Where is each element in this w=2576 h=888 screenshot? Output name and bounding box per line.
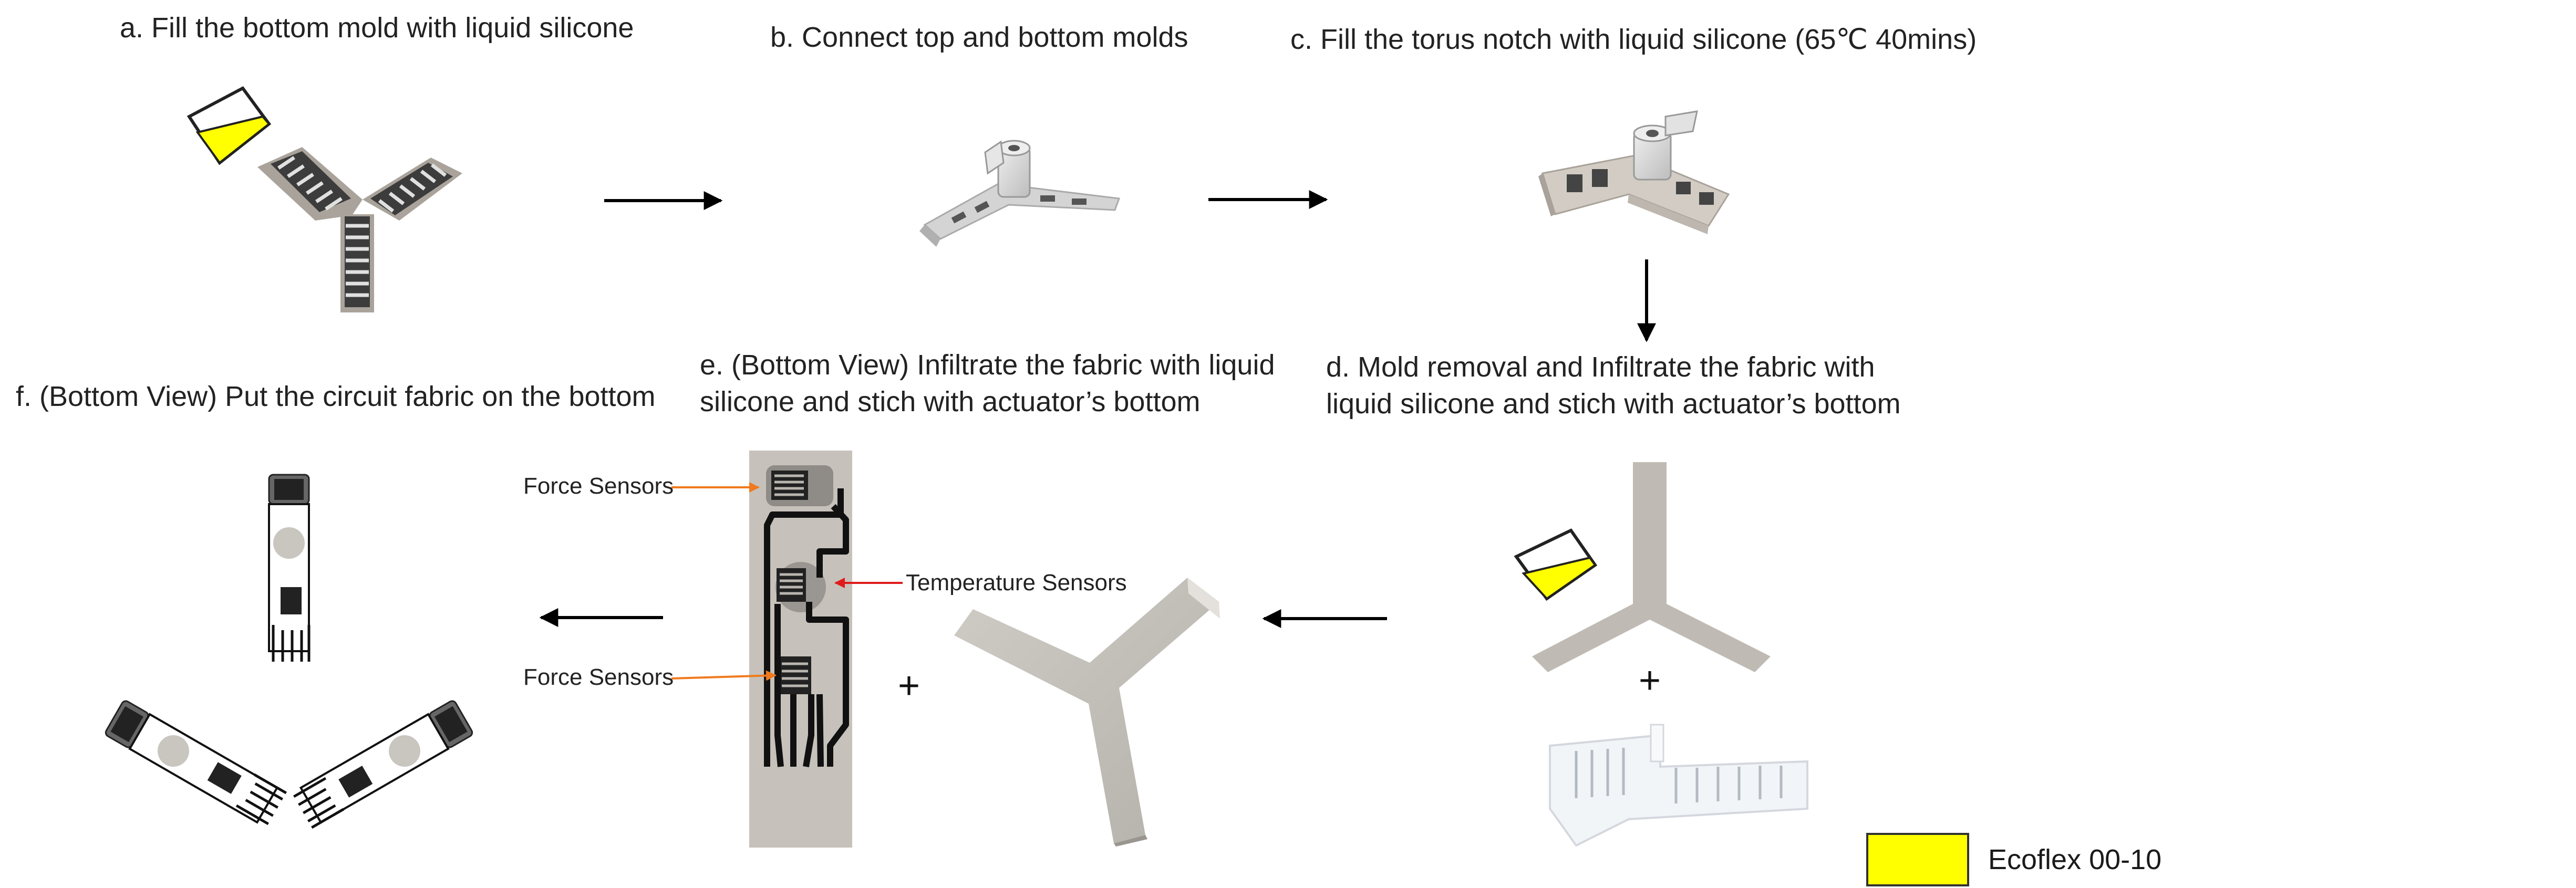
- step-d-caption-line2: liquid silicone and stich with actuator’…: [1326, 388, 1901, 420]
- step-f-strip-right: [293, 700, 473, 829]
- step-c-filled-mold: [1538, 110, 1730, 234]
- step-d-actuator: [1532, 462, 1771, 672]
- step-a-caption: a. Fill the bottom mold with liquid sili…: [120, 12, 634, 44]
- step-f-strip-left: [105, 700, 287, 826]
- step-a-bottom-mold: [257, 147, 462, 312]
- step-e-caption-line2: silicone and stich with actuator’s botto…: [700, 386, 1201, 417]
- temperature-sensors-label: Temperature Sensors: [906, 570, 1127, 596]
- legend-label: Ecoflex 00-10: [1988, 844, 2162, 875]
- step-f-caption: f. (Bottom View) Put the circuit fabric …: [16, 381, 656, 412]
- step-a-pour-cup: [187, 86, 272, 165]
- step-b-connected-molds: [919, 140, 1121, 247]
- force-sensors-label-bottom: Force Sensors: [523, 664, 674, 690]
- step-d-plus-sign: +: [1639, 660, 1661, 702]
- step-e-plus-sign: +: [898, 665, 920, 707]
- step-e-caption-line1: e. (Bottom View) Infiltrate the fabric w…: [700, 349, 1275, 381]
- force-bottom-leader: [671, 670, 777, 681]
- step-e-circuit-fabric: [749, 451, 852, 848]
- legend-swatch-ecoflex: [1866, 833, 1969, 886]
- step-b-caption: b. Connect top and bottom molds: [770, 22, 1188, 53]
- step-d-caption-line1: d. Mold removal and Infiltrate the fabri…: [1326, 351, 1875, 383]
- step-f-strip-top: [268, 474, 311, 662]
- step-d-transparent-mold: [1549, 724, 1808, 847]
- step-e-actuator: [954, 578, 1220, 847]
- step-c-caption: c. Fill the torus notch with liquid sili…: [1290, 24, 1977, 55]
- step-d-pour-cup: [1514, 528, 1598, 601]
- force-sensors-label-top: Force Sensors: [523, 473, 674, 499]
